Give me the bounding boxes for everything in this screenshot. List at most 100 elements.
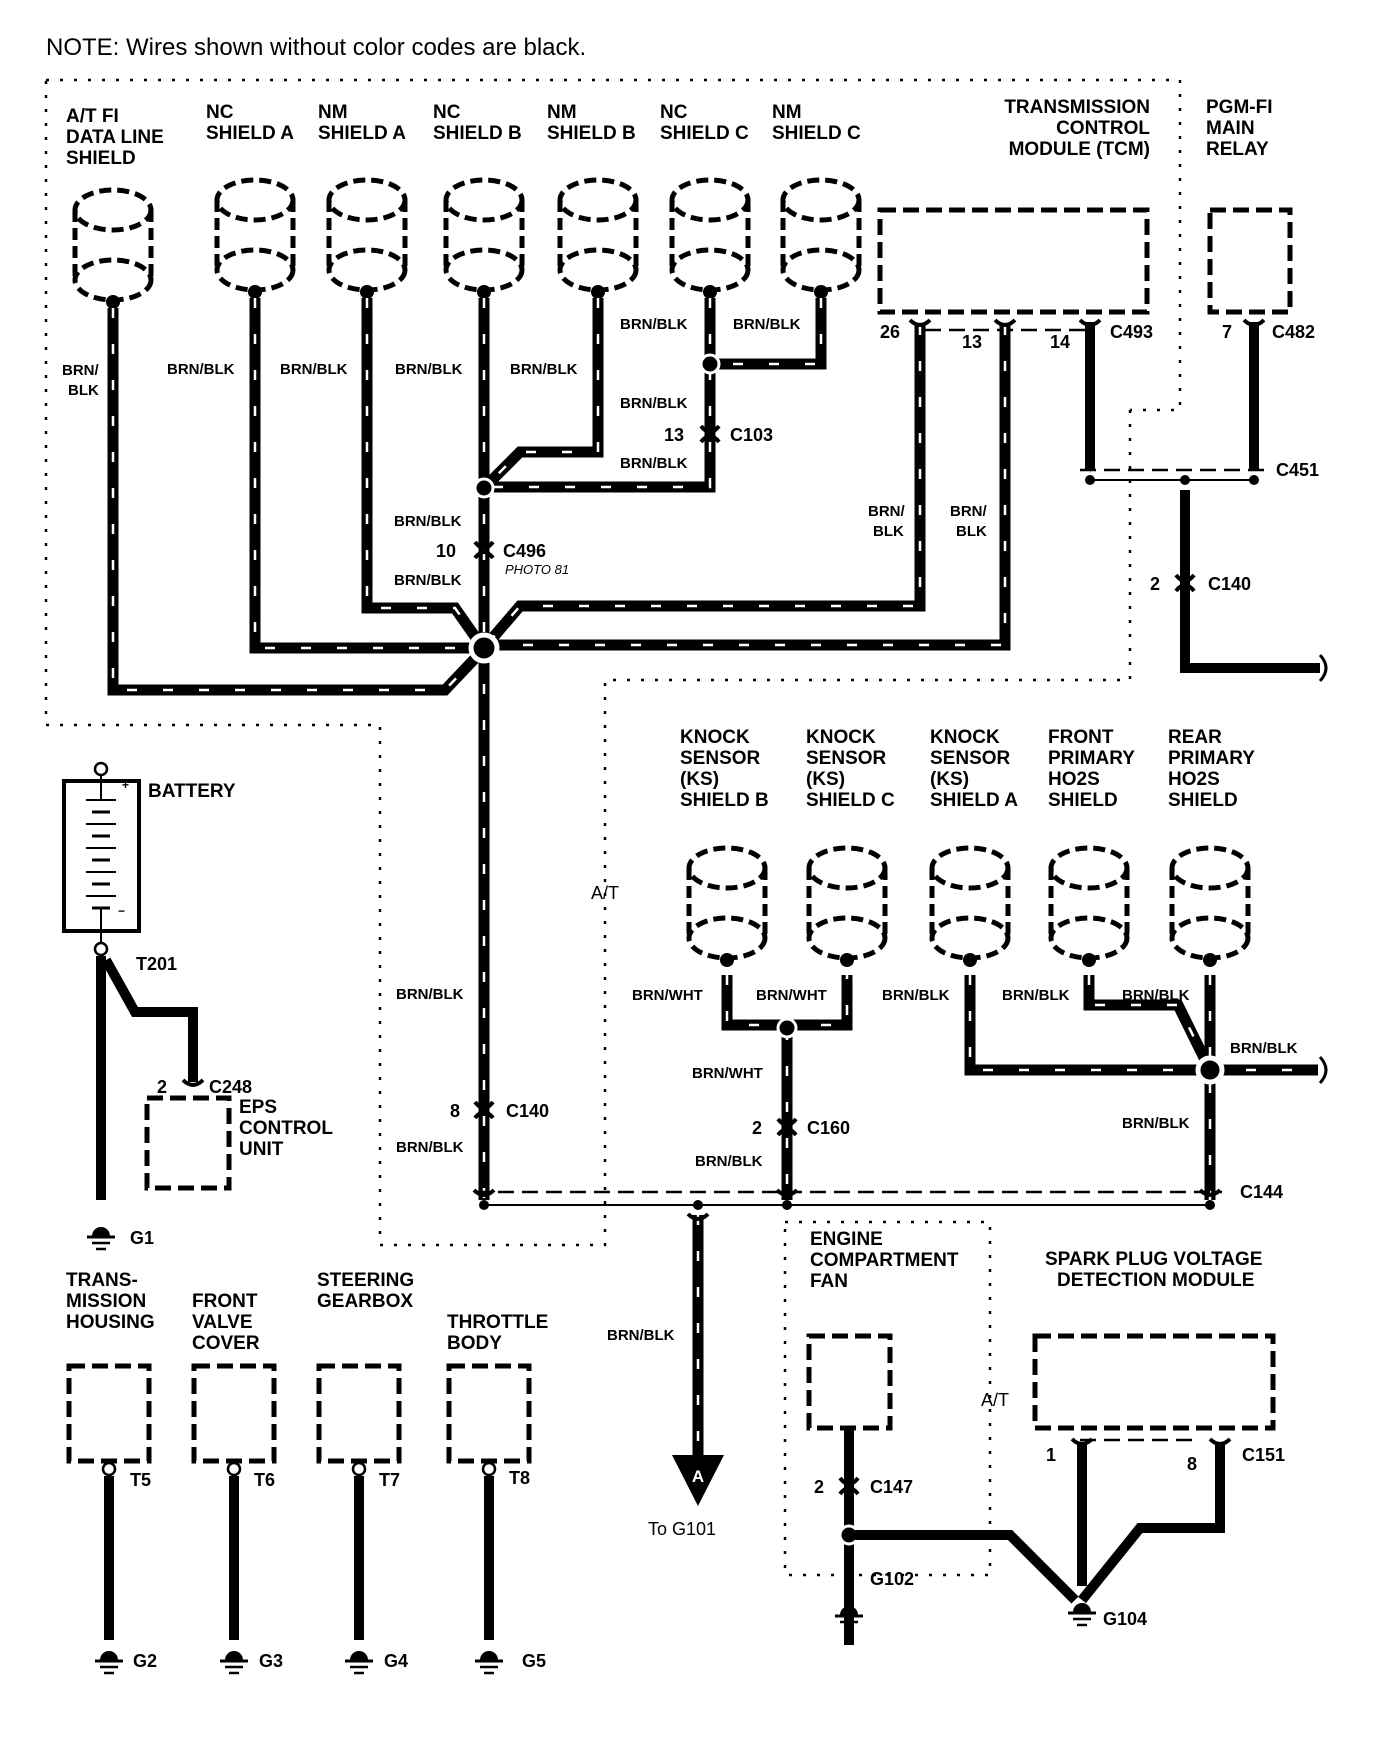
mid-shield-labels: KNOCK SENSOR (KS) SHIELD B KNOCK SENSOR … xyxy=(680,727,1255,811)
svg-text:HO2S: HO2S xyxy=(1048,769,1100,790)
brn-blk-wires xyxy=(107,298,1011,1200)
splice-point xyxy=(473,477,495,499)
svg-text:BRN/BLK: BRN/BLK xyxy=(733,316,801,333)
svg-text:PGM-FI: PGM-FI xyxy=(1206,97,1273,118)
svg-text:BRN/WHT: BRN/WHT xyxy=(756,987,827,1004)
shield-icon xyxy=(809,848,885,967)
svg-text:CONTROL: CONTROL xyxy=(1056,118,1150,139)
shield-icon xyxy=(217,180,293,299)
ground-icon xyxy=(85,1225,117,1251)
svg-text:SHIELD A: SHIELD A xyxy=(206,123,294,144)
battery: + − BATTERY T201 xyxy=(62,761,236,974)
mid-wires xyxy=(721,975,1328,1200)
svg-text:SHIELD B: SHIELD B xyxy=(433,123,522,144)
splice-point xyxy=(1195,1055,1225,1085)
svg-text:G2: G2 xyxy=(133,1651,157,1671)
shield-icon xyxy=(560,180,636,299)
ground-icon xyxy=(473,1649,505,1675)
engine-compartment-fan: ENGINE COMPARTMENT FAN 2 C147 G102 xyxy=(806,1229,959,1645)
svg-text:SHIELD C: SHIELD C xyxy=(772,123,861,144)
svg-text:G104: G104 xyxy=(1103,1609,1147,1629)
svg-text:G102: G102 xyxy=(870,1569,914,1589)
svg-text:13: 13 xyxy=(962,332,982,352)
svg-text:SHIELD C: SHIELD C xyxy=(660,123,749,144)
shield-icon xyxy=(329,180,405,299)
c140-label: C140 xyxy=(506,1101,549,1121)
svg-text:DATA LINE: DATA LINE xyxy=(66,127,164,148)
svg-text:T201: T201 xyxy=(136,954,177,974)
svg-text:BRN/BLK: BRN/BLK xyxy=(1002,987,1070,1004)
diagram-note: NOTE: Wires shown without color codes ar… xyxy=(46,34,586,61)
svg-text:TRANS-: TRANS- xyxy=(66,1270,138,1291)
svg-text:C151: C151 xyxy=(1242,1445,1285,1465)
svg-text:PRIMARY: PRIMARY xyxy=(1048,748,1135,769)
svg-text:SHIELD B: SHIELD B xyxy=(547,123,636,144)
shield-icon xyxy=(783,180,859,299)
svg-text:BRN/BLK: BRN/BLK xyxy=(620,316,688,333)
svg-text:NC: NC xyxy=(433,102,461,123)
shield-icon xyxy=(446,180,522,299)
svg-text:BRN/BLK: BRN/BLK xyxy=(607,1327,675,1344)
svg-text:BRN/BLK: BRN/BLK xyxy=(396,986,464,1003)
c248-label: C248 xyxy=(209,1077,252,1097)
to-g101-label: To G101 xyxy=(648,1519,716,1539)
arrow-letter: A xyxy=(692,1467,704,1486)
c103-label: C103 xyxy=(730,425,773,445)
ground-icon xyxy=(93,1649,125,1675)
svg-text:HO2S: HO2S xyxy=(1168,769,1220,790)
svg-text:1: 1 xyxy=(1046,1445,1056,1465)
svg-text:NM: NM xyxy=(318,102,348,123)
svg-text:BRN/BLK: BRN/BLK xyxy=(394,513,462,530)
svg-text:DETECTION MODULE: DETECTION MODULE xyxy=(1057,1270,1254,1291)
connector-icon xyxy=(1208,1437,1232,1446)
c496-pin: 10 xyxy=(436,541,456,561)
svg-text:SHIELD: SHIELD xyxy=(66,148,136,169)
mid-wire-color-labels: BRN/WHT BRN/WHT BRN/BLK BRN/BLK BRN/BLK … xyxy=(607,987,1298,1344)
svg-text:SHIELD: SHIELD xyxy=(1048,790,1118,811)
shield-icon xyxy=(689,848,765,967)
tcm-component: TRANSMISSION CONTROL MODULE (TCM) 26 13 … xyxy=(877,97,1153,352)
svg-text:14: 14 xyxy=(1050,332,1070,352)
at-label: A/T xyxy=(591,883,619,903)
svg-text:SHIELD A: SHIELD A xyxy=(930,790,1018,811)
svg-text:(KS): (KS) xyxy=(806,769,845,790)
ground-icon xyxy=(1066,1601,1098,1627)
black-wire xyxy=(101,957,198,1082)
svg-text:G4: G4 xyxy=(384,1651,408,1671)
svg-text:NM: NM xyxy=(547,102,577,123)
svg-text:SENSOR: SENSOR xyxy=(930,748,1011,769)
svg-text:8: 8 xyxy=(1187,1454,1197,1474)
svg-text:BRN/BLK: BRN/BLK xyxy=(394,572,462,589)
svg-text:VALVE: VALVE xyxy=(192,1312,253,1333)
svg-text:+: + xyxy=(122,778,129,792)
c160-pin: 2 xyxy=(752,1118,762,1138)
svg-text:GEARBOX: GEARBOX xyxy=(317,1291,413,1312)
svg-text:FAN: FAN xyxy=(810,1271,848,1292)
shield-icon xyxy=(1051,848,1127,967)
svg-text:EPS: EPS xyxy=(239,1097,277,1118)
g1-label: G1 xyxy=(130,1228,154,1248)
svg-text:TRANSMISSION: TRANSMISSION xyxy=(1004,97,1150,118)
svg-text:T7: T7 xyxy=(379,1470,400,1490)
shield-icon xyxy=(1172,848,1248,967)
ground-icon xyxy=(343,1649,375,1675)
svg-text:HOUSING: HOUSING xyxy=(66,1312,155,1333)
svg-text:BLK: BLK xyxy=(873,523,904,540)
svg-text:BRN/WHT: BRN/WHT xyxy=(692,1065,763,1082)
svg-text:BRN/BLK: BRN/BLK xyxy=(280,361,348,378)
svg-text:NC: NC xyxy=(206,102,234,123)
svg-text:BLK: BLK xyxy=(956,523,987,540)
svg-text:BRN/: BRN/ xyxy=(62,362,99,379)
ground-components: TRANS- MISSION HOUSING FRONT VALVE COVER… xyxy=(66,1270,548,1671)
svg-text:CONTROL: CONTROL xyxy=(239,1118,333,1139)
svg-text:RELAY: RELAY xyxy=(1206,139,1269,160)
svg-text:THROTTLE: THROTTLE xyxy=(447,1312,548,1333)
svg-text:26: 26 xyxy=(880,322,900,342)
svg-text:FRONT: FRONT xyxy=(1048,727,1114,748)
svg-text:MISSION: MISSION xyxy=(66,1291,146,1312)
svg-text:KNOCK: KNOCK xyxy=(680,727,750,748)
svg-text:ENGINE: ENGINE xyxy=(810,1229,883,1250)
svg-text:SHIELD: SHIELD xyxy=(1168,790,1238,811)
connector-icon xyxy=(993,318,1017,327)
c144-label: C144 xyxy=(1240,1182,1283,1202)
